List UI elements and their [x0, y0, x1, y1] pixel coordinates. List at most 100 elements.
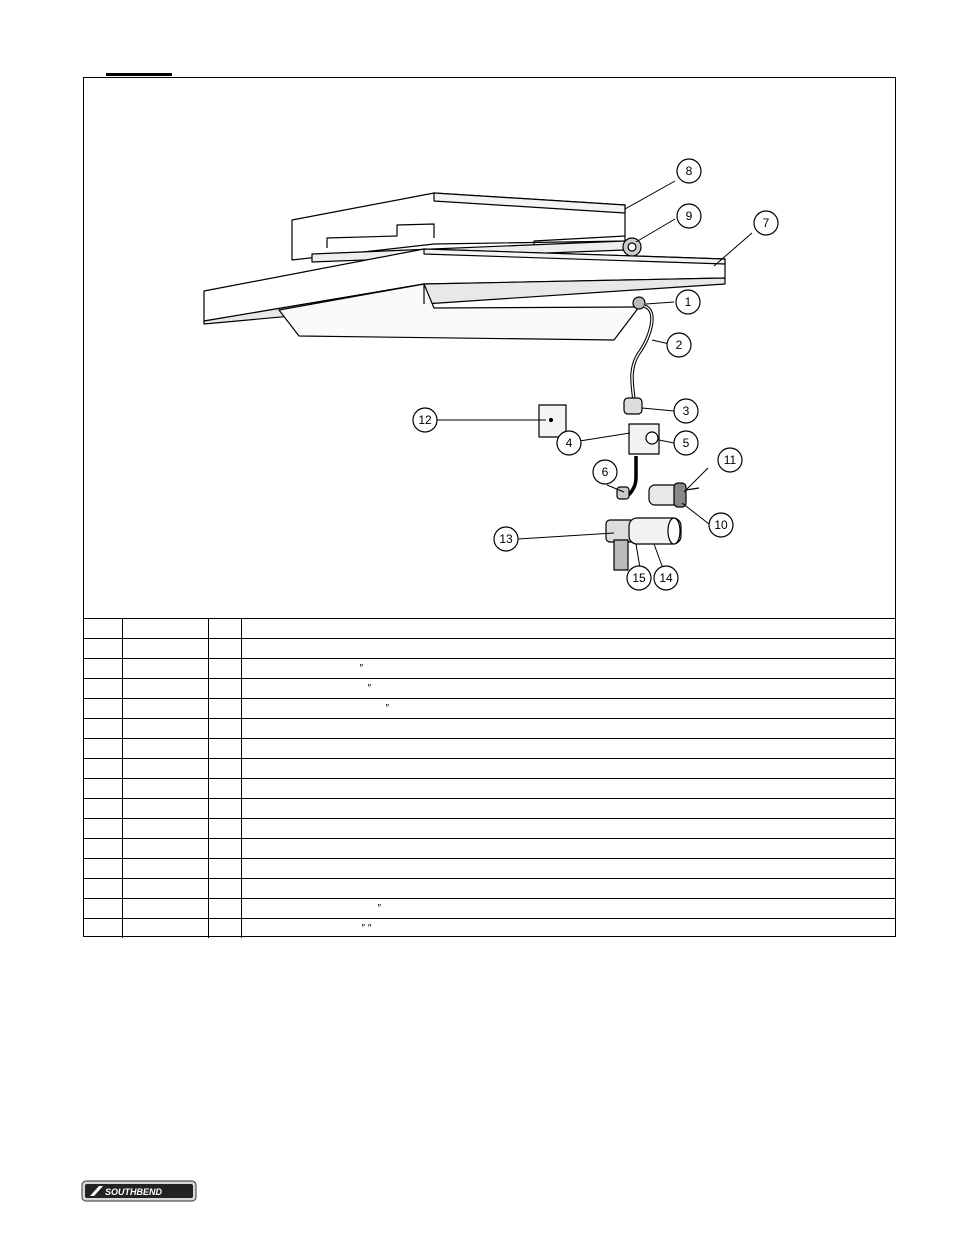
callout-4: 4 — [566, 436, 573, 450]
table-cell — [240, 838, 895, 859]
table-cell — [207, 758, 242, 779]
callout-3: 3 — [683, 404, 690, 418]
table-cell — [240, 778, 895, 799]
table-cell — [121, 778, 209, 799]
table-row — [84, 618, 895, 639]
table-cell — [207, 698, 242, 719]
table-cell — [207, 818, 242, 839]
table-row — [84, 778, 895, 799]
logo-wordmark: SOUTHBEND — [105, 1187, 163, 1197]
table-row — [84, 818, 895, 839]
table-row — [84, 738, 895, 759]
table-cell — [84, 858, 123, 879]
table-row: ″ — [84, 698, 895, 719]
table-cell — [121, 798, 209, 819]
table-cell — [84, 758, 123, 779]
callout-1: 1 — [685, 295, 692, 309]
table-cell — [240, 758, 895, 779]
table-cell — [207, 858, 242, 879]
table-cell — [121, 858, 209, 879]
callout-11: 11 — [724, 453, 737, 467]
table-cell — [84, 718, 123, 739]
callout-13: 13 — [499, 532, 513, 546]
table-cell — [84, 898, 123, 919]
parts-figure-frame: 1 2 3 4 5 6 7 8 9 10 11 12 13 14 15 ″″″″… — [83, 77, 896, 938]
table-cell — [121, 698, 209, 719]
table-cell — [84, 838, 123, 859]
table-cell — [84, 738, 123, 759]
table-cell — [121, 638, 209, 659]
table-cell — [240, 858, 895, 879]
callout-12: 12 — [418, 413, 432, 427]
table-cell — [207, 878, 242, 899]
compression-fitting-part — [632, 296, 646, 310]
table-row: ″ — [84, 678, 895, 699]
table-cell — [207, 918, 242, 938]
table-cell — [84, 698, 123, 719]
table-cell — [240, 798, 895, 819]
table-cell — [84, 878, 123, 899]
callout-2: 2 — [676, 338, 683, 352]
table-cell — [121, 898, 209, 919]
tubing-part — [630, 304, 654, 401]
table-row — [84, 758, 895, 779]
main-pan-part — [203, 248, 726, 341]
table-cell: ″ ″ — [240, 918, 895, 938]
table-cell — [84, 918, 123, 938]
table-cell: ″ — [240, 678, 895, 699]
table-cell — [240, 738, 895, 759]
table-cell — [84, 638, 123, 659]
table-cell: ″ — [240, 658, 895, 679]
table-cell — [207, 778, 242, 799]
table-cell — [207, 798, 242, 819]
callout-15: 15 — [632, 571, 646, 585]
table-row — [84, 838, 895, 859]
table-cell — [121, 818, 209, 839]
table-cell — [207, 678, 242, 699]
table-row — [84, 858, 895, 879]
table-cell — [121, 918, 209, 938]
table-cell — [207, 898, 242, 919]
callout-7: 7 — [763, 216, 770, 230]
table-row — [84, 718, 895, 739]
section-tab-marker — [106, 73, 172, 76]
table-row — [84, 878, 895, 899]
table-cell — [84, 658, 123, 679]
callout-6: 6 — [602, 465, 609, 479]
parts-list-table: ″″″″″ ″ — [84, 618, 895, 938]
table-cell — [207, 638, 242, 659]
table-cell — [121, 618, 209, 639]
table-row — [84, 798, 895, 819]
table-row — [84, 638, 895, 659]
table-cell — [121, 738, 209, 759]
table-cell — [240, 718, 895, 739]
pilot-assembly-part — [605, 517, 682, 571]
table-cell — [207, 658, 242, 679]
elbow-part — [623, 397, 643, 415]
table-cell — [121, 838, 209, 859]
table-cell — [207, 618, 242, 639]
table-cell — [240, 818, 895, 839]
table-cell — [240, 638, 895, 659]
table-cell — [240, 878, 895, 899]
table-row: ″ — [84, 658, 895, 679]
callout-10: 10 — [714, 518, 728, 532]
table-cell — [84, 778, 123, 799]
table-cell — [121, 758, 209, 779]
table-cell — [121, 658, 209, 679]
callout-8: 8 — [686, 164, 693, 178]
callout-14: 14 — [659, 571, 673, 585]
table-row: ″ — [84, 898, 895, 919]
callout-5: 5 — [683, 436, 690, 450]
table-cell: ″ — [240, 898, 895, 919]
table-row: ″ ″ — [84, 918, 895, 938]
table-cell — [84, 818, 123, 839]
table-cell — [207, 738, 242, 759]
table-cell: ″ — [240, 698, 895, 719]
exploded-parts-diagram: 1 2 3 4 5 6 7 8 9 10 11 12 13 14 15 — [203, 158, 779, 591]
table-cell — [84, 798, 123, 819]
callout-9: 9 — [686, 209, 693, 223]
table-cell — [240, 618, 895, 639]
table-cell — [207, 838, 242, 859]
table-cell — [121, 678, 209, 699]
